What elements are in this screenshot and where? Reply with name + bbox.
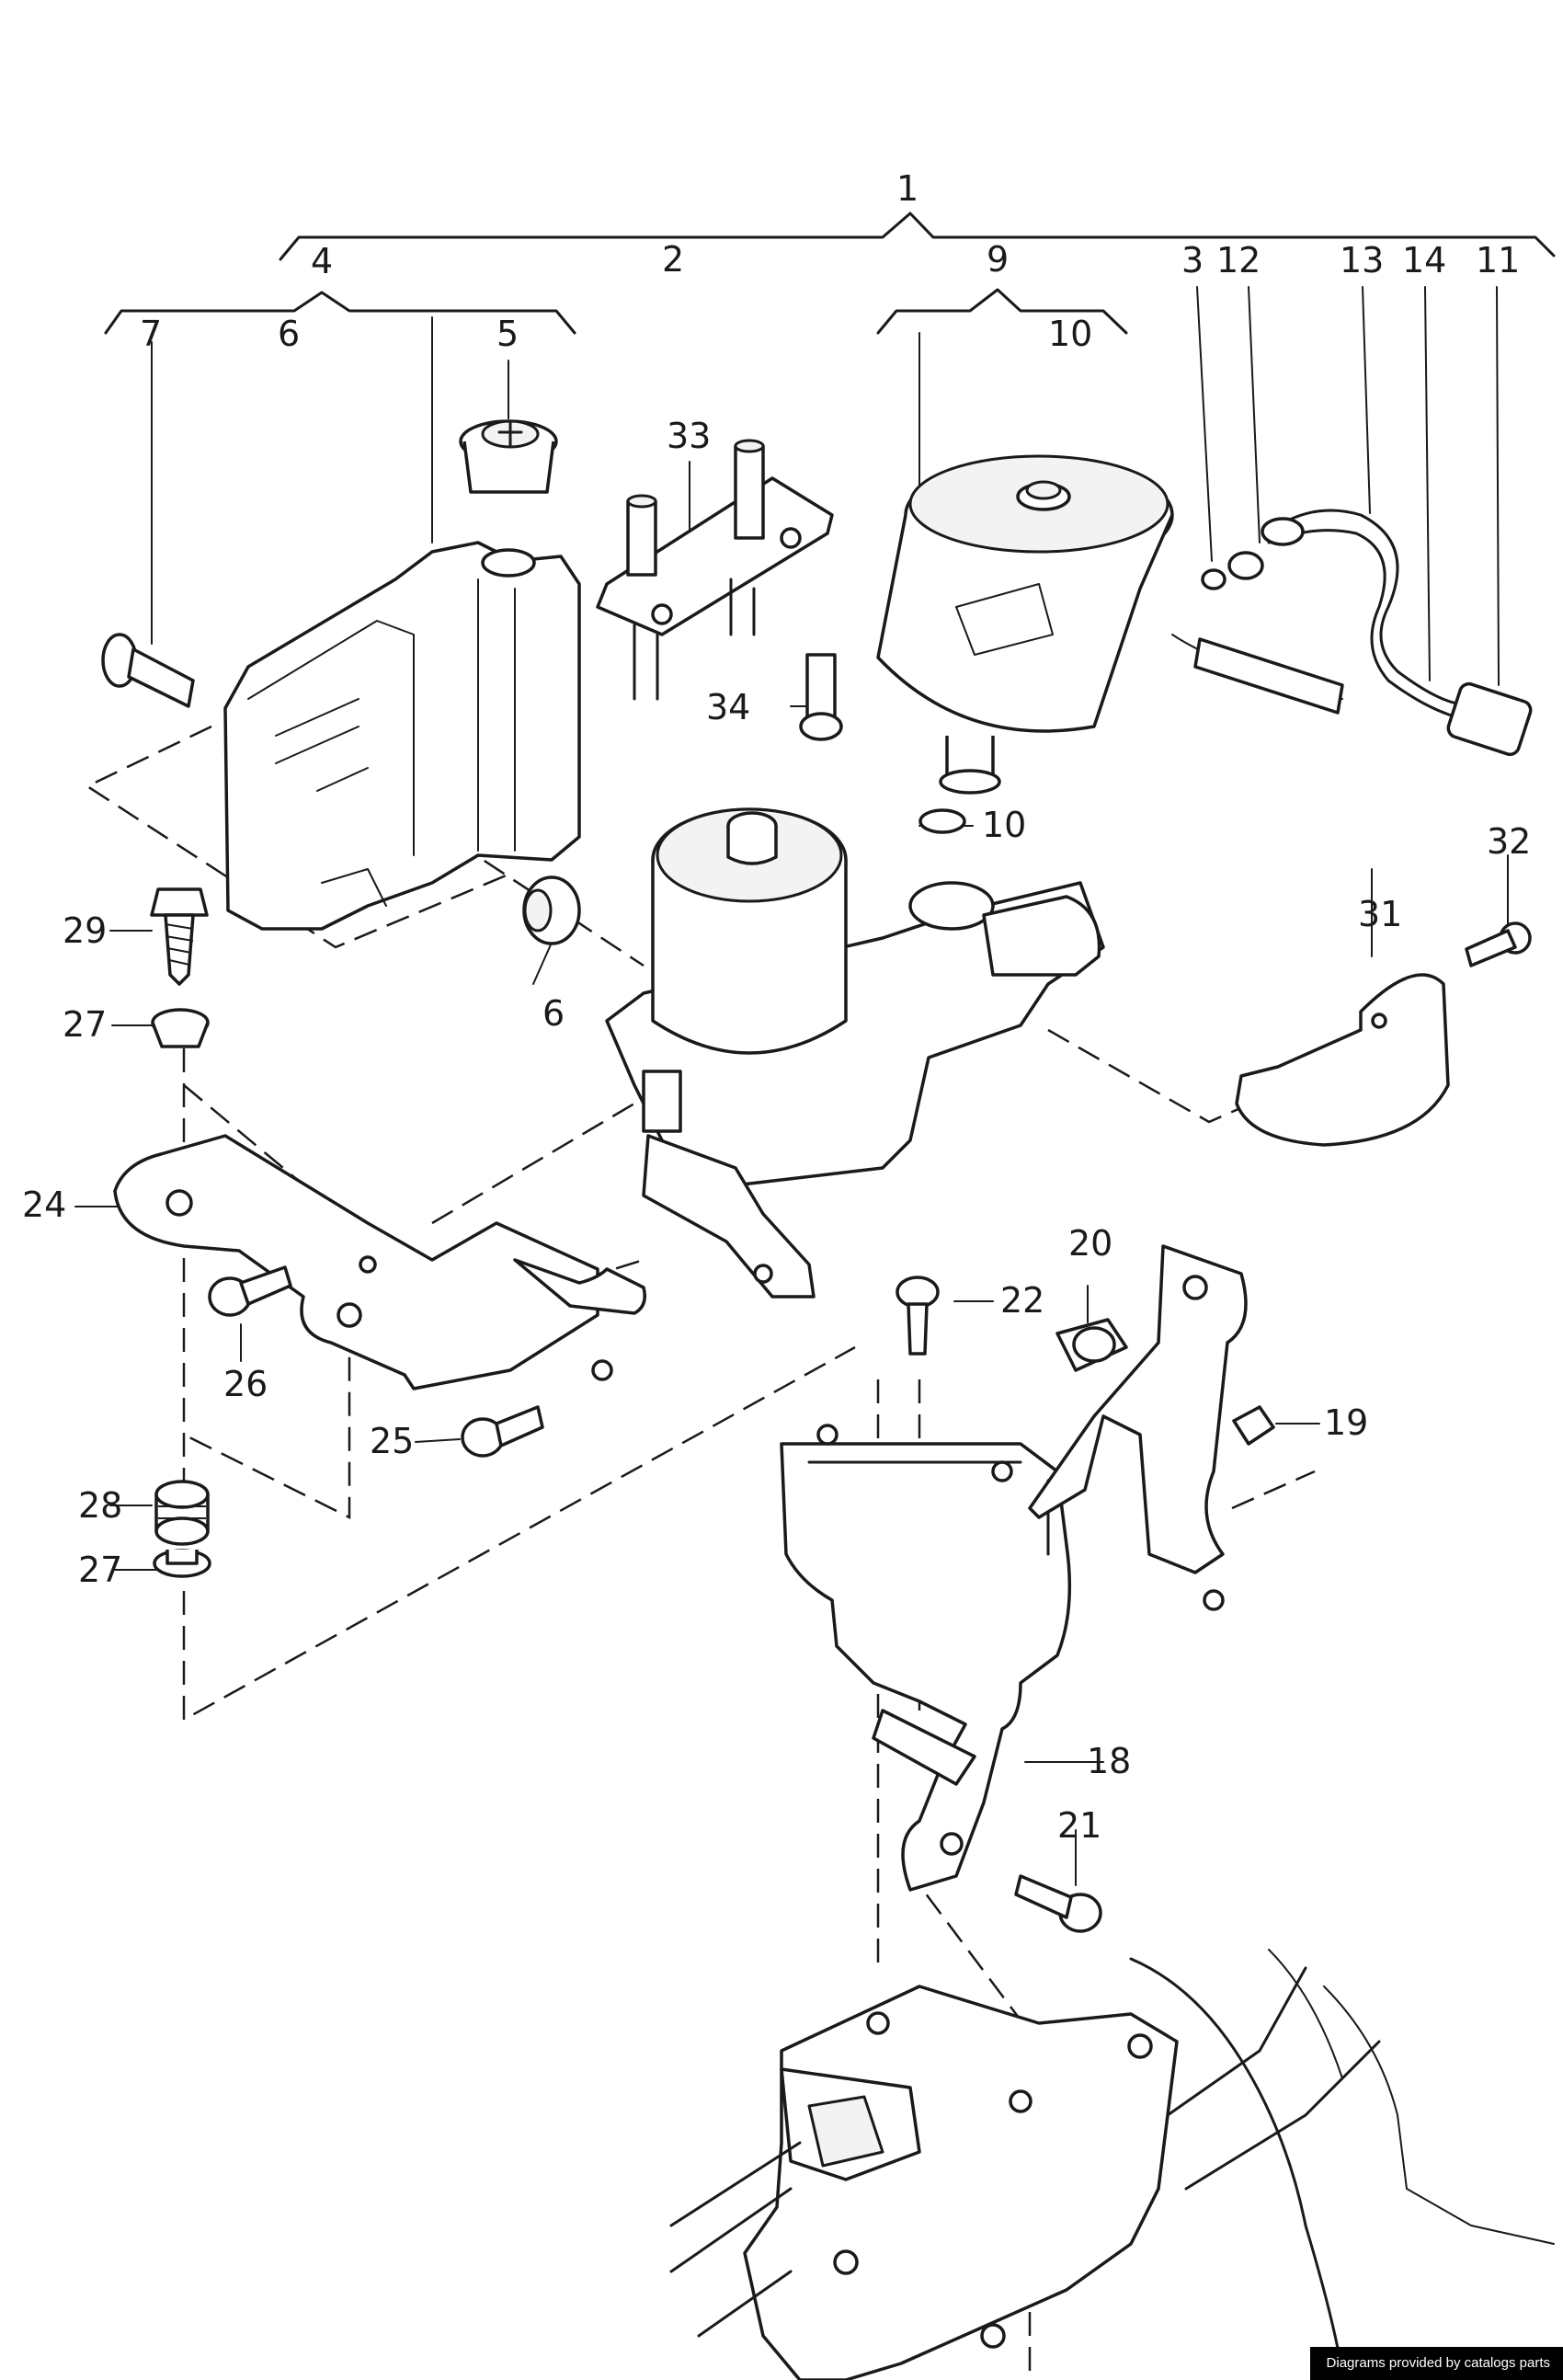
callout-19: 19 bbox=[1324, 1402, 1368, 1443]
callout-6-top: 6 bbox=[278, 314, 300, 354]
callout-20: 20 bbox=[1068, 1223, 1112, 1264]
callout-27: 27 bbox=[78, 1550, 122, 1590]
leader-lines bbox=[74, 286, 1509, 1886]
callout-12: 12 bbox=[1216, 240, 1261, 280]
callout-labels: 1 2 4 9 3 12 13 14 11 7 6 5 10 33 34 10 … bbox=[22, 168, 1531, 1846]
callout-21: 21 bbox=[1057, 1805, 1101, 1846]
bracket-33-assembly bbox=[596, 439, 843, 741]
callout-18: 18 bbox=[1087, 1741, 1131, 1781]
callout-25: 25 bbox=[370, 1421, 414, 1461]
callout-6: 6 bbox=[542, 993, 565, 1034]
credit-text: Diagrams provided by catalogs parts bbox=[1326, 2355, 1550, 2371]
washers-and-grommet bbox=[151, 1008, 211, 1578]
callout-13: 13 bbox=[1340, 240, 1384, 280]
diagram-credit-footer: Diagrams provided by catalogs parts bbox=[1309, 2347, 1563, 2380]
callout-26: 26 bbox=[223, 1364, 268, 1404]
hydraulic-pump-unit bbox=[605, 807, 1105, 1299]
bracket-24 bbox=[113, 1134, 646, 1390]
callout-3: 3 bbox=[1181, 240, 1204, 280]
callout-10: 10 bbox=[982, 805, 1026, 845]
callout-32: 32 bbox=[1487, 821, 1531, 862]
callout-24: 24 bbox=[22, 1184, 66, 1225]
callout-31: 31 bbox=[1358, 894, 1402, 934]
callout-10-top: 10 bbox=[1048, 314, 1092, 354]
callout-5: 5 bbox=[496, 314, 519, 354]
cover-31-assembly bbox=[1235, 921, 1532, 1147]
callout-11: 11 bbox=[1476, 240, 1520, 280]
callout-34: 34 bbox=[706, 687, 750, 727]
callout-1: 1 bbox=[896, 168, 918, 209]
callout-14: 14 bbox=[1402, 240, 1446, 280]
callout-2: 2 bbox=[662, 239, 684, 280]
callout-7: 7 bbox=[140, 314, 162, 354]
pressure-accumulator bbox=[876, 454, 1174, 834]
callout-22: 22 bbox=[1000, 1280, 1044, 1321]
callout-28: 28 bbox=[78, 1485, 122, 1526]
reservoir-assembly bbox=[101, 419, 581, 945]
callout-33: 33 bbox=[667, 416, 711, 456]
support-bracket-18 bbox=[780, 1244, 1275, 1933]
fastener-bolts bbox=[150, 887, 544, 1458]
callout-4: 4 bbox=[311, 241, 333, 281]
callout-29: 29 bbox=[63, 910, 107, 951]
vehicle-subframe bbox=[669, 1949, 1555, 2380]
callout-27-top: 27 bbox=[63, 1004, 107, 1045]
callout-9: 9 bbox=[987, 239, 1009, 280]
grouping-brackets bbox=[104, 212, 1556, 335]
wiring-harness bbox=[1171, 509, 1533, 757]
